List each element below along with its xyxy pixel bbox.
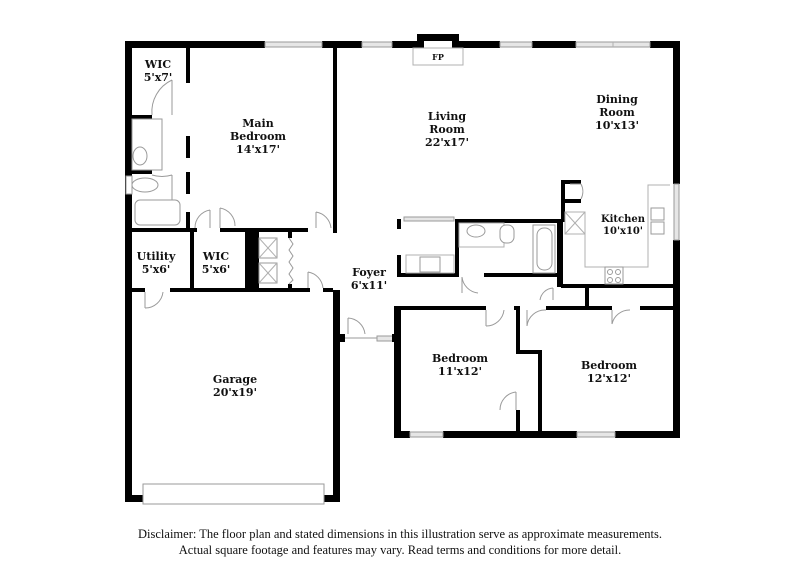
- room-name-line2: Bedroom: [229, 130, 287, 143]
- disclaimer-line-2: Actual square footage and features may v…: [178, 543, 622, 557]
- room-name: Kitchen: [600, 214, 646, 225]
- room-dimensions: 5'x6': [201, 263, 231, 276]
- room-label-wic-main: WIC 5'x7': [144, 58, 173, 84]
- room-name: Garage: [212, 373, 258, 386]
- room-name: WIC: [144, 58, 172, 71]
- room-name-line1: Main: [242, 117, 274, 130]
- fixtures: [125, 118, 670, 285]
- disclaimer: Disclaimer: The floor plan and stated di…: [0, 526, 800, 558]
- room-name: Foyer: [352, 266, 386, 279]
- room-name: Bedroom: [431, 352, 489, 365]
- exterior-walls: [125, 34, 680, 502]
- room-dimensions: 11'x12': [438, 365, 482, 378]
- room-label-foyer: Foyer 6'x11': [351, 266, 387, 292]
- room-name-line1: Living: [427, 110, 467, 123]
- fireplace-hearth: [412, 47, 464, 66]
- room-label-main-bedroom: Main Bedroom 14'x17': [230, 117, 286, 156]
- room-label-garage: Garage 20'x19': [213, 373, 257, 399]
- disclaimer-line-1: Disclaimer: The floor plan and stated di…: [138, 527, 662, 541]
- garage-door: [142, 483, 325, 505]
- room-label-bedroom-1: Bedroom 11'x12': [432, 352, 488, 378]
- room-name: Bedroom: [580, 359, 638, 372]
- room-label-dining-room: Dining Room 10'x13': [595, 93, 639, 132]
- room-dimensions: 10'x10': [603, 226, 643, 237]
- room-name-line2: Room: [429, 123, 465, 136]
- room-dimensions: 10'x13': [595, 119, 639, 132]
- room-dimensions: 20'x19': [213, 386, 257, 399]
- room-dimensions: 5'x7': [143, 71, 173, 84]
- room-name-line2: Room: [599, 106, 635, 119]
- room-dimensions: 22'x17': [425, 136, 469, 149]
- fireplace-label: FP: [432, 52, 444, 62]
- room-label-bedroom-2: Bedroom 12'x12': [581, 359, 637, 385]
- room-name: Utility: [136, 250, 176, 263]
- room-dimensions: 12'x12': [587, 372, 631, 385]
- room-dimensions: 5'x6': [141, 263, 171, 276]
- room-label-utility: Utility 5'x6': [137, 250, 176, 276]
- room-name: WIC: [202, 250, 230, 263]
- interior-walls: [125, 48, 680, 435]
- room-label-wic-2: WIC 5'x6': [202, 250, 231, 276]
- room-dimensions: 14'x17': [236, 143, 280, 156]
- room-name-line1: Dining: [596, 93, 638, 106]
- room-dimensions: 6'x11': [350, 279, 388, 292]
- windows: [264, 41, 680, 438]
- room-label-living-room: Living Room 22'x17': [425, 110, 469, 149]
- room-label-kitchen: Kitchen 10'x10': [601, 214, 645, 238]
